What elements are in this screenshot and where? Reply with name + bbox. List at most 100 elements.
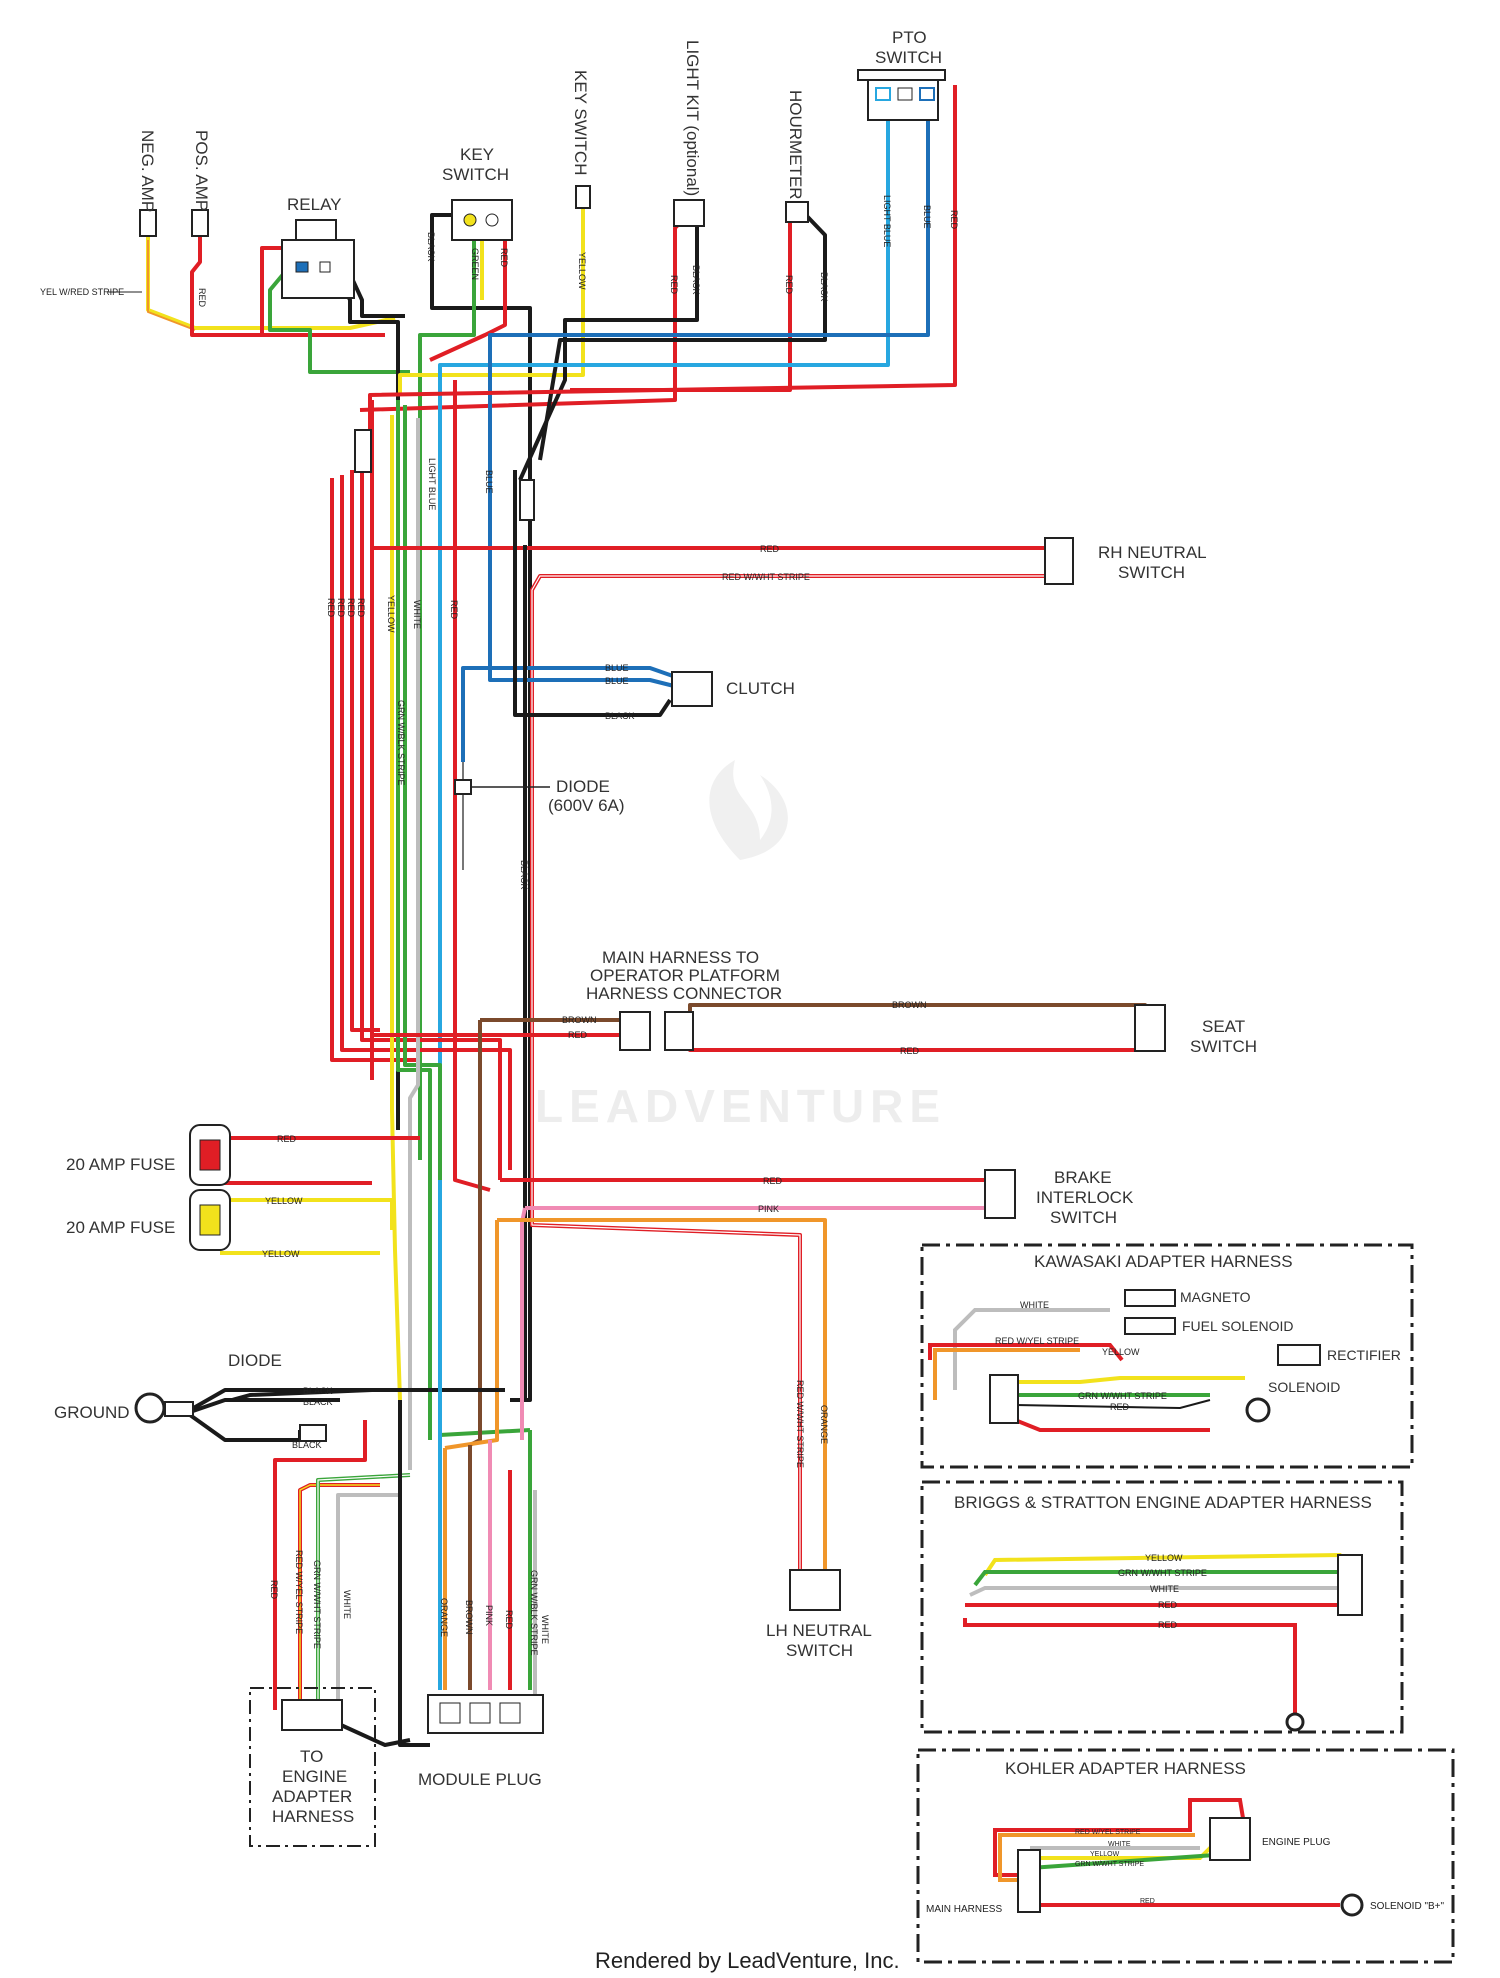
wl-lightkit-red: RED (669, 275, 679, 295)
wire-key-green (418, 240, 476, 1160)
label-rh-neutral-1: RH NEUTRAL (1098, 543, 1207, 562)
wl-trunk-lightblue: LIGHT BLUE (427, 458, 437, 510)
kawasaki-wl-redwyel: RED W/YEL STRIPE (995, 1336, 1079, 1346)
wl-pos-red: RED (197, 288, 207, 308)
wl-trunk-red3: RED (346, 598, 356, 618)
hourmeter-plug (785, 201, 809, 223)
wire-pto-lightblue (438, 115, 890, 1180)
wl-ea-red: RED (269, 1580, 279, 1600)
black-inline-connector (519, 479, 535, 521)
pos-amp-terminal (191, 209, 209, 237)
kohler-main-harness: MAIN HARNESS (926, 1904, 1002, 1915)
label-pos-amp: POS. AMP (192, 130, 211, 211)
footer-credit: Rendered by LeadVenture, Inc. (595, 1948, 900, 1973)
wl-clutch-black: BLACK (605, 711, 635, 721)
wl-keyswitch-yellow: YELLOW (577, 252, 587, 290)
trunk-green (403, 405, 531, 1437)
label-relay: RELAY (287, 195, 342, 214)
diode-ground (299, 1424, 327, 1442)
key-switch-connector (451, 199, 513, 241)
wl-rh-red: RED (760, 544, 780, 554)
kawasaki-fuel-solenoid: FUEL SOLENOID (1182, 1318, 1294, 1334)
wire-pto-blue (488, 115, 930, 660)
wire-red-pos (190, 236, 385, 337)
wl-ground-black2: BLACK (303, 1397, 333, 1407)
kohler-wl-white: WHITE (1108, 1841, 1131, 1848)
label-brake-2: INTERLOCK (1036, 1188, 1134, 1207)
wire-clutch-blue2 (488, 660, 691, 692)
label-fuse-2: 20 AMP FUSE (66, 1218, 175, 1237)
kawasaki-title: KAWASAKI ADAPTER HARNESS (1034, 1252, 1293, 1271)
wl-trunk-grnwblk: GRN W/BLK STRIPE (396, 700, 406, 786)
wire-relay-red (260, 246, 282, 335)
wl-hour-black: BLACK (819, 272, 829, 302)
components (134, 69, 1166, 1847)
label-seat-2: SWITCH (1190, 1037, 1257, 1056)
wl-black-down: BLACK (519, 860, 529, 890)
kawasaki-wl-grnwwht: GRN W/WHT STRIPE (1078, 1391, 1167, 1401)
wire-clutch-blue1 (461, 666, 691, 762)
wl-hour-red: RED (784, 275, 794, 295)
seat-switch (1134, 1004, 1166, 1052)
label-ea-2: ENGINE (282, 1767, 347, 1786)
wl-brake-pink: PINK (758, 1204, 779, 1214)
label-ea-4: HARNESS (272, 1807, 354, 1826)
wl-trunk-blue: BLUE (484, 470, 494, 494)
wl-mod-red: RED (504, 1610, 514, 1630)
kohler-solenoid-b: SOLENOID "B+" (1370, 1901, 1445, 1912)
label-pto-2: SWITCH (875, 48, 942, 67)
wire-ea-white (336, 1493, 400, 1700)
label-seat-1: SEAT (1202, 1017, 1245, 1036)
label-key-switch-vertical: KEY SWITCH (571, 70, 590, 175)
wire-hour-black (538, 210, 827, 461)
wl-yel-wred: YEL W/RED STRIPE (40, 287, 124, 297)
wire-ground-black1 (189, 1388, 372, 1412)
harness-connector-left (619, 1011, 651, 1051)
label-rh-neutral-2: SWITCH (1118, 563, 1185, 582)
label-brake-1: BRAKE (1054, 1168, 1112, 1187)
kohler-wl-grnwwht: GRN W/WHT STRIPE (1075, 1861, 1144, 1868)
wl-seat-brown2: BROWN (892, 1000, 927, 1010)
wl-ground-black3: BLACK (292, 1440, 322, 1450)
kawasaki-rectifier: RECTIFIER (1327, 1347, 1401, 1363)
wl-rh-redwwht: RED W/WHT STRIPE (722, 572, 810, 582)
briggs-wl-red2: RED (1158, 1620, 1178, 1630)
ground-ring (134, 1392, 166, 1424)
wl-mod-grnwblk: GRN W/BLK STRIPE (529, 1570, 539, 1656)
engine-adapter-connector (281, 1699, 343, 1731)
diode-600v (454, 779, 472, 795)
wl-seat-brown: BROWN (562, 1015, 597, 1025)
ground-lug (164, 1401, 194, 1417)
harness-connector-right (664, 1011, 694, 1051)
wl-ea-white: WHITE (342, 1590, 352, 1619)
wire-mod-black (398, 1400, 430, 1747)
wl-fuse-yellow1: YELLOW (265, 1196, 303, 1206)
kohler-wl-yellow: YELLOW (1090, 1851, 1120, 1858)
kawasaki-adapter-box: KAWASAKI ADAPTER HARNESS MAGNETO FUEL SO… (920, 1243, 1414, 1469)
label-ground: GROUND (54, 1403, 130, 1422)
wl-mod-orange: ORANGE (439, 1598, 449, 1637)
label-brake-3: SWITCH (1050, 1208, 1117, 1227)
brake-interlock-switch (984, 1169, 1016, 1219)
component-labels: NEG. AMP POS. AMP RELAY KEY SWITCH KEY S… (54, 28, 1257, 1826)
trunk-yellow (390, 415, 402, 1401)
relay-body (281, 239, 355, 299)
trunk-red-2 (360, 460, 502, 1180)
kohler-wl-redwyel: RED W/YEL STRIPE (1075, 1829, 1141, 1836)
wire-seat-red2 (688, 1040, 1152, 1052)
briggs-wl-grnwwht: GRN W/WHT STRIPE (1118, 1568, 1207, 1578)
kawasaki-magneto: MAGNETO (1180, 1289, 1251, 1305)
wl-ea-redwyel: RED W/YEL STRIPE (294, 1550, 304, 1634)
kohler-title: KOHLER ADAPTER HARNESS (1005, 1759, 1246, 1778)
label-key-switch-2: SWITCH (442, 165, 509, 184)
wl-seat-red: RED (568, 1030, 588, 1040)
label-key-switch-1: KEY (460, 145, 494, 164)
label-diode-ground: DIODE (228, 1351, 282, 1370)
lightkit-plug (673, 199, 705, 227)
label-ea-3: ADAPTER (272, 1787, 352, 1806)
wire-clutch-black (513, 470, 672, 717)
neg-amp-terminal (139, 209, 157, 237)
watermark: LEADVENTURE (535, 760, 940, 1132)
lh-neutral-switch (789, 1569, 841, 1611)
label-neg-amp: NEG. AMP (138, 130, 157, 212)
